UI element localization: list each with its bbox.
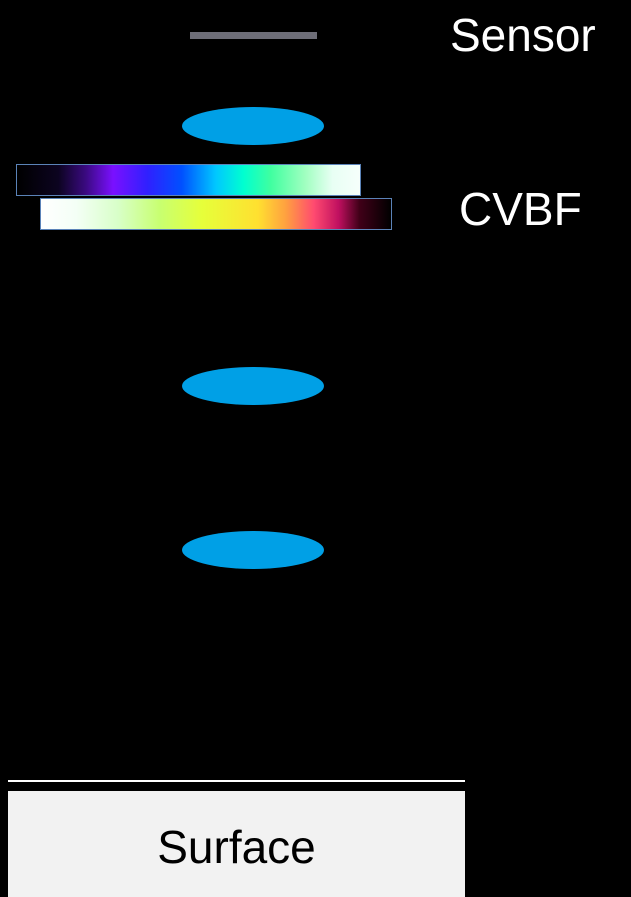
surface-edge-line bbox=[8, 780, 465, 782]
lens-bottom bbox=[182, 531, 324, 569]
surface-label: Surface bbox=[157, 821, 316, 873]
sensor-bar bbox=[190, 32, 317, 39]
filter-upper-gradient bbox=[16, 164, 361, 196]
cvbf-label: CVBF bbox=[459, 183, 582, 235]
lens-middle bbox=[182, 367, 324, 405]
filter-lower-gradient bbox=[40, 198, 392, 230]
surface-block: Surface bbox=[8, 791, 465, 897]
lens-top bbox=[182, 107, 324, 145]
sensor-label: Sensor bbox=[450, 9, 596, 61]
